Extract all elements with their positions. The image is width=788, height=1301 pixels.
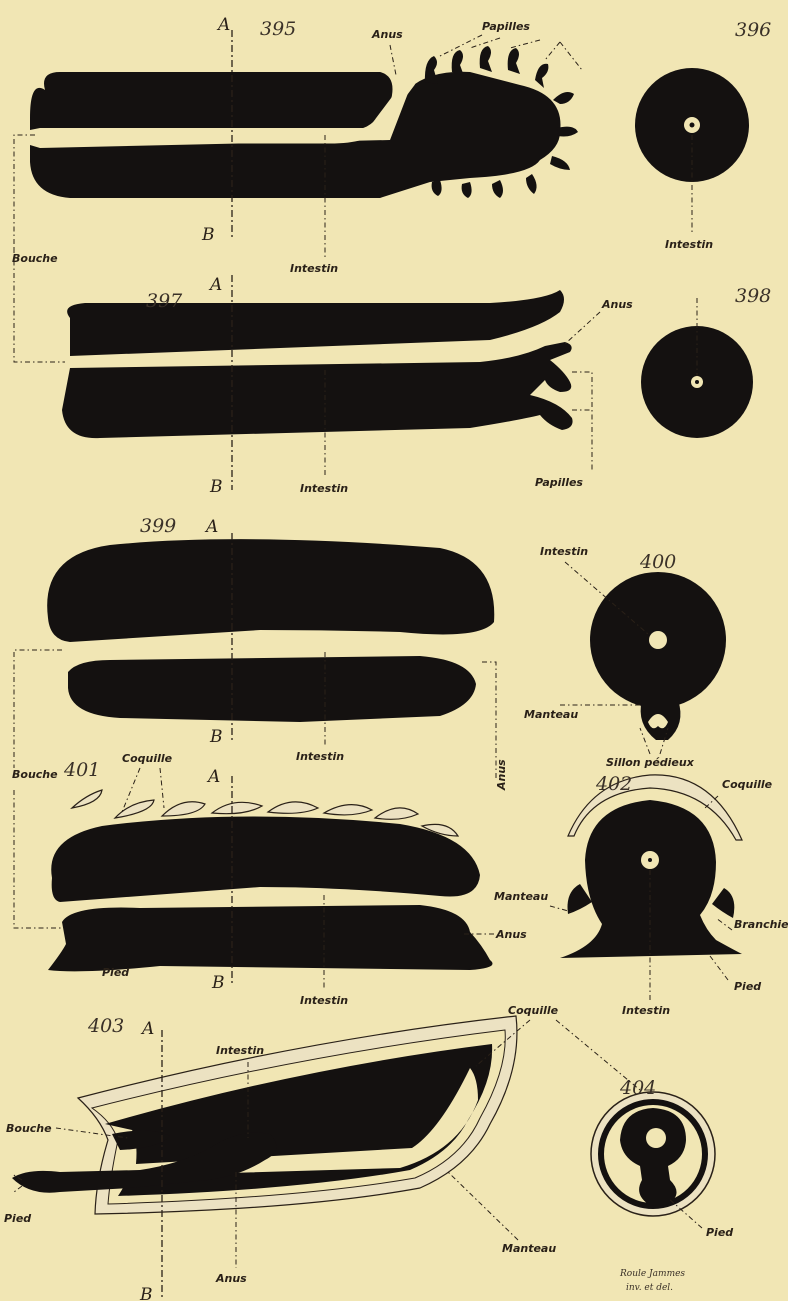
label-manteau: Manteau (494, 890, 548, 903)
figure-395-worm-with-papillae: A B 395 Anus Papilles Intestin (14, 15, 582, 275)
label-intestin: Intestin (300, 994, 348, 1007)
figure-number: 404 (619, 1077, 656, 1099)
figure-401-mollusc-with-shell-plates: A B 401 Bouche Coquille Anus Pied Intest… (12, 752, 527, 1007)
figure-number: 398 (735, 285, 771, 307)
figure-number: 399 (140, 515, 176, 537)
figure-397-worm: A B 397 Anus Papilles Intestin (14, 248, 633, 497)
label-intestin: Intestin (540, 545, 588, 558)
axis-label-a: A (208, 275, 222, 295)
figure-398-cross-section: 398 (641, 285, 771, 438)
label-papilles: Papilles (535, 476, 583, 489)
label-intestin: Intestin (622, 1004, 670, 1017)
axis-label-a: A (206, 767, 220, 787)
label-anus: Anus (495, 928, 527, 941)
axis-label-b: B (139, 1285, 153, 1301)
label-coquille: Coquille (722, 778, 773, 791)
axis-label-a: A (216, 15, 230, 35)
label-papilles: Papilles (482, 20, 530, 33)
figure-396-cross-section: 396 Intestin (635, 19, 771, 251)
figure-number: 397 (146, 290, 183, 312)
label-pied: Pied (4, 1212, 31, 1225)
figure-number: 400 (639, 551, 676, 573)
figure-number: 395 (260, 18, 296, 40)
figure-399-mollusc-like: A B 399 Intestin Anus (14, 515, 508, 791)
label-anus: Anus (495, 759, 508, 791)
axis-label-a: A (204, 517, 218, 537)
axis-label-b: B (211, 973, 225, 993)
label-bouche: Bouche (12, 768, 58, 781)
figure-number: 402 (595, 773, 632, 795)
figure-402-cross-section: 402 Coquille Manteau Branchie Pied Intes… (494, 773, 788, 1017)
label-bouche: Bouche (6, 1122, 52, 1135)
label-anus: Anus (215, 1272, 247, 1285)
label-pied: Pied (706, 1226, 733, 1239)
axis-label-a: A (140, 1019, 154, 1039)
axis-label-b: B (209, 727, 223, 747)
label-intestin: Intestin (665, 238, 713, 251)
axis-label-b: B (201, 225, 215, 245)
signature-line-2: inv. et del. (626, 1283, 673, 1293)
label-intestin: Intestin (290, 262, 338, 275)
figure-number: 396 (735, 19, 771, 41)
label-intestin: Intestin (300, 482, 348, 495)
label-branchie: Branchie (734, 918, 788, 931)
figure-400-cross-section: 400 Intestin Manteau Sillon pédieux (524, 545, 726, 769)
figure-number: 401 (63, 759, 100, 781)
figure-403-mollusc-in-shell: A B 403 Intestin Bouche Pied Anus Coquil… (4, 1004, 640, 1301)
label-coquille: Coquille (508, 1004, 559, 1017)
label-manteau: Manteau (524, 708, 578, 721)
label-pied: Pied (734, 980, 761, 993)
axis-label-b: B (209, 477, 223, 497)
label-intestin: Intestin (216, 1044, 264, 1057)
label-anus: Anus (601, 298, 633, 311)
label-coquille: Coquille (122, 752, 173, 765)
label-pied: Pied (102, 966, 129, 979)
label-manteau: Manteau (502, 1242, 556, 1255)
label-anus: Anus (371, 28, 403, 41)
label-intestin: Intestin (296, 750, 344, 763)
signature-line-1: Roule Jammes (619, 1269, 685, 1279)
label-bouche: Bouche (12, 252, 58, 265)
figure-404-cross-section: 404 Pied (591, 1077, 733, 1239)
figure-number: 403 (87, 1015, 124, 1037)
label-sillon-pedieux: Sillon pédieux (606, 756, 695, 769)
